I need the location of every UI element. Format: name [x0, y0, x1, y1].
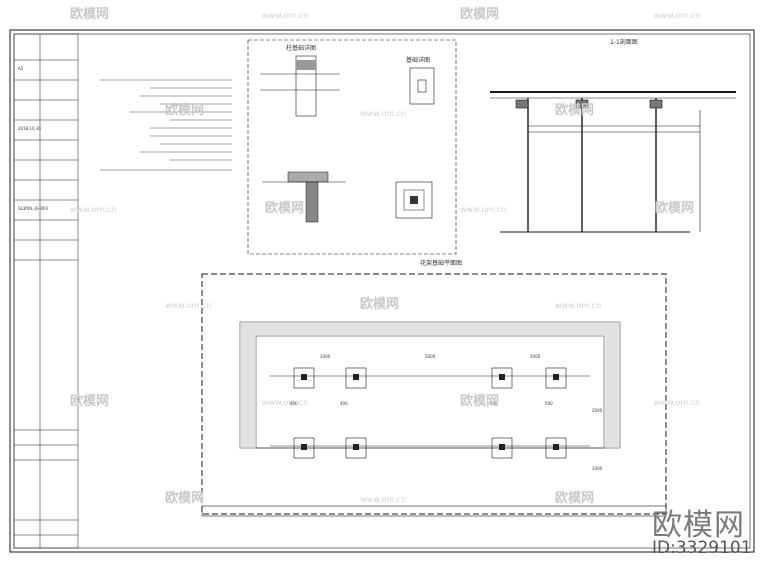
- dim-small-4: 500: [545, 401, 553, 406]
- title-block: [13, 33, 79, 549]
- watermark-url: www.om.cn: [654, 398, 700, 407]
- details-panel: 柱基础详图 基础详图: [247, 39, 457, 255]
- foundation-plan: 花架基础平面图: [201, 259, 667, 517]
- footing: [545, 367, 567, 389]
- footing: [293, 367, 315, 389]
- dim-small-2: 400: [340, 401, 348, 406]
- footing: [491, 367, 513, 389]
- dim-small-1: 400: [290, 401, 298, 406]
- dim-top-1: 2000: [320, 354, 331, 359]
- watermark-url: www.om.cn: [360, 109, 406, 118]
- dim-side-2: 2000: [592, 466, 603, 471]
- title-block-date: 2018.10.30: [18, 126, 41, 131]
- dim-side-1: 2000: [592, 408, 603, 413]
- watermark-brand: 欧模网: [555, 102, 594, 118]
- dim-top-3: 2000: [530, 354, 541, 359]
- watermark-brand: 欧模网: [165, 102, 204, 118]
- footing: [293, 437, 315, 459]
- footing: [545, 437, 567, 459]
- watermark-brand: 欧模网: [165, 490, 204, 506]
- detail-title-2: 基础详图: [406, 56, 430, 64]
- watermark-url: www.om.cn: [555, 301, 601, 310]
- watermark-url: www.om.cn: [165, 301, 211, 310]
- title-block-scale: A2: [18, 66, 24, 71]
- watermark-brand: 欧模网: [460, 6, 499, 22]
- watermark-url: www.om.cn: [460, 205, 506, 214]
- watermark-brand: 欧模网: [265, 200, 304, 216]
- dim-small-3: 500: [490, 401, 498, 406]
- watermark-brand: 欧模网: [460, 393, 499, 409]
- watermark-brand: 欧模网: [655, 200, 694, 216]
- watermark-brand: 欧模网: [555, 490, 594, 506]
- image-id-label: ID:3329101: [652, 538, 752, 558]
- section-drawing: 1-1剖面图: [490, 38, 736, 233]
- watermark-url: www.om.cn: [262, 11, 308, 20]
- watermark-url: www.om.cn: [262, 398, 308, 407]
- plan-title: 花架基础平面图: [420, 259, 462, 267]
- title-block-text: GLBYKL-JG-003 2018.10.30 A2: [18, 66, 49, 211]
- watermark-brand: 欧模网: [360, 296, 399, 312]
- detail-title-1: 柱基础详图: [286, 44, 316, 52]
- dim-top-2: 5000: [425, 354, 436, 359]
- notes-block: [100, 79, 232, 171]
- footing: [491, 437, 513, 459]
- title-block-code: GLBYKL-JG-003: [18, 206, 49, 211]
- section-title: 1-1剖面图: [610, 38, 638, 46]
- watermark-layer: 欧模网 www.om.cn 欧模网 www.om.cn 欧模网 www.om.c…: [70, 6, 700, 506]
- watermark-url: www.om.cn: [360, 495, 406, 504]
- footing: [345, 437, 367, 459]
- watermark-url: www.om.cn: [654, 11, 700, 20]
- watermark-brand: 欧模网: [70, 6, 109, 22]
- brand-logo-text: 欧模网: [652, 508, 745, 543]
- watermark-url: www.om.cn: [70, 205, 116, 214]
- watermark-brand: 欧模网: [70, 393, 109, 409]
- footing: [345, 367, 367, 389]
